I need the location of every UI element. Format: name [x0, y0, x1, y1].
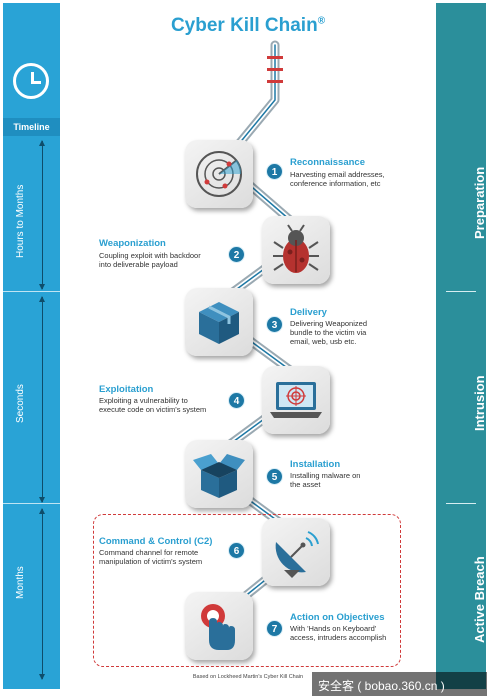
- page-title: Cyber Kill Chain®: [170, 15, 326, 36]
- step-description: Harvesting email addresses,conference in…: [290, 170, 385, 188]
- step-title: Action on Objectives: [290, 612, 385, 623]
- delivery-tile: [185, 288, 253, 356]
- step-number: 1: [266, 163, 283, 180]
- action-objectives-tile: [185, 592, 253, 660]
- installation-tile: [185, 440, 253, 508]
- step-number: 2: [228, 246, 245, 263]
- radar-icon: [196, 151, 242, 197]
- bug-icon: [273, 224, 319, 273]
- timeline-arrow-1: [39, 140, 45, 290]
- timeline-divider: [3, 503, 60, 504]
- weaponization-tile: [262, 216, 330, 284]
- step-title: Delivery: [290, 307, 327, 318]
- step-number: 7: [266, 620, 283, 637]
- phase-divider: [446, 503, 476, 504]
- watermark: 安全客 ( bobao.360.cn ): [318, 679, 445, 693]
- open-box-icon: [193, 454, 245, 498]
- timeline-column: Timeline Hours to Months Seconds Months: [3, 3, 60, 689]
- watermark-background: [312, 672, 487, 696]
- package-icon: [199, 302, 239, 344]
- cable-band: [267, 56, 283, 59]
- step-number: 3: [266, 316, 283, 333]
- cable-band: [267, 68, 283, 71]
- command-control-tile: [262, 518, 330, 586]
- step-title: Exploitation: [99, 384, 154, 395]
- active-breach-box: [93, 514, 401, 667]
- step-number: 4: [228, 392, 245, 409]
- timeline-arrow-2: [39, 296, 45, 503]
- laptop-target-icon: [270, 382, 322, 418]
- step-title: Installation: [290, 459, 341, 470]
- phase-divider: [446, 291, 476, 292]
- phase-column: Preparation Intrusion Active Breach: [436, 3, 487, 689]
- reconnaissance-tile: [185, 140, 253, 208]
- clock-icon: [13, 63, 49, 99]
- step-number: 6: [228, 542, 245, 559]
- timeline-divider: [3, 291, 60, 292]
- hand-button-icon: [201, 604, 235, 650]
- step-title: Weaponization: [99, 238, 166, 249]
- step-title: Command & Control (C2): [99, 536, 213, 547]
- footnote: Based on Lockheed Martin's Cyber Kill Ch…: [192, 674, 304, 680]
- cable-band: [267, 80, 283, 83]
- exploitation-tile: [262, 366, 330, 434]
- satellite-dish-icon: [275, 531, 319, 578]
- step-title: Reconnaissance: [290, 157, 365, 168]
- timeline-label: Timeline: [3, 118, 60, 136]
- step-number: 5: [266, 468, 283, 485]
- timeline-header: [3, 3, 60, 118]
- step-description: With 'Hands on Keyboard'access, intruder…: [290, 624, 387, 642]
- timeline-arrow-3: [39, 508, 45, 680]
